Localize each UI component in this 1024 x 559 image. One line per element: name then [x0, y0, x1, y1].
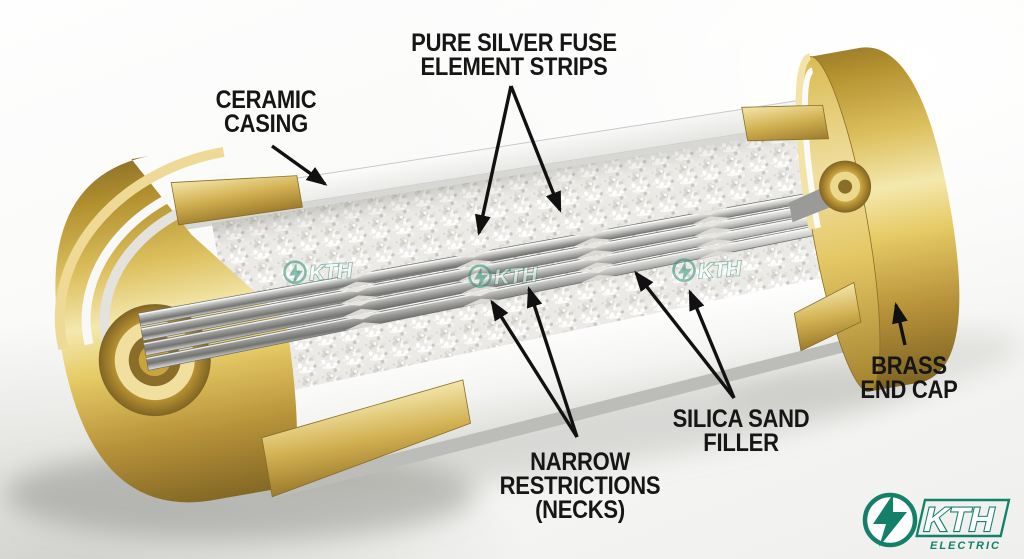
- right-cap-top-lip: [741, 104, 830, 142]
- label-ceramic-casing: CERAMIC CASING: [215, 86, 317, 138]
- logo-brand-text: KTH: [920, 501, 999, 539]
- watermark-text: KTH: [493, 263, 538, 289]
- kth-watermark: KTH: [672, 256, 744, 284]
- kth-watermark: KTH: [283, 258, 355, 286]
- label-narrow-restrictions-necks: NARROW RESTRICTIONS (NECKS): [499, 448, 661, 524]
- watermark-text: KTH: [308, 259, 353, 285]
- fuse-body: [54, 47, 960, 503]
- kth-electric-logo: KTH ELECTRIC: [862, 492, 1011, 552]
- label-line: BRASS: [871, 352, 947, 380]
- label-line: END CAP: [860, 376, 958, 404]
- left-cap-cut-brass-ring: [54, 147, 225, 350]
- label-line: SILICA SAND: [672, 405, 810, 433]
- label-line: FILLER: [703, 429, 779, 457]
- leader-arrow-ceramic-casing: [271, 144, 328, 186]
- leader-arrow-neck-left: [490, 299, 579, 438]
- watermarks: KTH KTH KTH: [283, 256, 744, 290]
- leader-arrow-fuse-strip-left: [475, 85, 513, 236]
- label-line: ELEMENT STRIPS: [420, 53, 608, 81]
- leader-arrow-brass-end-cap: [892, 302, 908, 346]
- ceramic-casing-bottom-edge: [270, 330, 883, 499]
- label-brass-end-cap: BRASS END CAP: [860, 352, 958, 404]
- label-line: NARROW: [530, 448, 630, 476]
- lightning-bolt-icon: [873, 494, 907, 547]
- watermark-bolt-icon: [289, 263, 303, 285]
- leader-arrow-silica-left: [634, 270, 736, 400]
- label-line: (NECKS): [535, 496, 625, 524]
- leader-arrows: [271, 85, 908, 438]
- label-pure-silver-fuse-element-strips: PURE SILVER FUSE ELEMENT STRIPS: [411, 29, 617, 81]
- logo-wordmark-box: [915, 498, 1011, 538]
- left-cap-bottom-lip: [261, 379, 471, 498]
- right-brass-ferrule: [789, 160, 872, 223]
- leader-arrow-neck-right: [526, 286, 579, 438]
- label-line: PURE SILVER FUSE: [411, 29, 617, 57]
- label-line: CASING: [224, 110, 308, 138]
- logo-subtitle-text: ELECTRIC: [930, 540, 1001, 552]
- label-line: CERAMIC: [215, 86, 317, 114]
- left-cap-top-lip: [170, 175, 303, 226]
- right-cap-bottom-lip: [793, 281, 862, 352]
- logo-wordmark: KTH: [915, 498, 1011, 540]
- label-line: RESTRICTIONS: [499, 472, 661, 500]
- leader-arrow-silica-right: [688, 289, 736, 399]
- watermark-text: KTH: [697, 257, 742, 283]
- kth-watermark: KTH: [468, 262, 540, 290]
- brass-end-cap-right: [810, 47, 960, 392]
- watermark-bolt-icon: [678, 261, 692, 283]
- silver-fuse-element-strips: [137, 187, 847, 371]
- leader-arrow-fuse-strip-right: [509, 85, 562, 213]
- label-silica-sand-filler: SILICA SAND FILLER: [672, 405, 810, 457]
- watermark-bolt-icon: [474, 267, 488, 289]
